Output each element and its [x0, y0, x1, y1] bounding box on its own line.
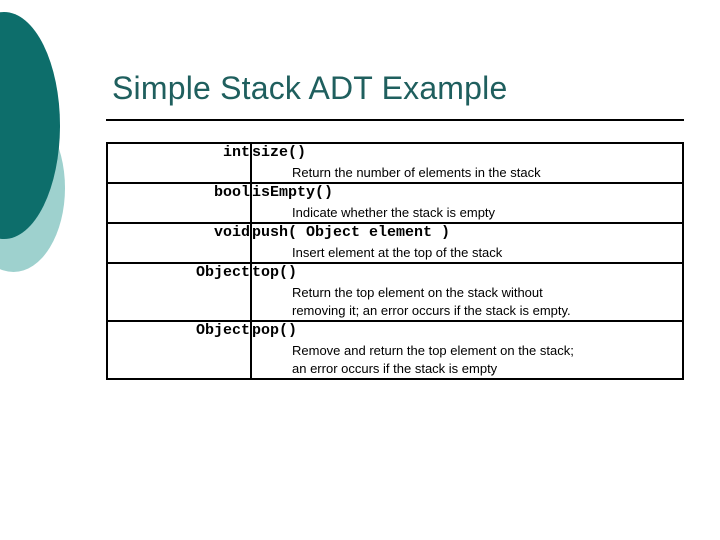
method-description: Insert element at the top of the stack — [252, 241, 682, 262]
method-description: Return the number of elements in the sta… — [252, 161, 682, 182]
description-line: removing it; an error occurs if the stac… — [292, 303, 571, 318]
method-signature: isEmpty() — [252, 184, 334, 201]
ornament-light-ellipse — [0, 104, 65, 272]
description-line: an error occurs if the stack is empty — [292, 361, 498, 376]
member-cell: isEmpty() Indicate whether the stack is … — [251, 183, 683, 223]
table-row: bool isEmpty() Indicate whether the stac… — [107, 183, 683, 223]
description-line: Insert element at the top of the stack — [292, 245, 503, 260]
method-description: Remove and return the top element on the… — [252, 339, 682, 378]
table-row: Object top() Return the top element on t… — [107, 263, 683, 321]
member-cell: size() Return the number of elements in … — [251, 143, 683, 183]
return-type-cell: bool — [107, 183, 252, 223]
return-type-cell: void — [107, 223, 252, 263]
method-signature: size() — [252, 144, 307, 161]
method-signature: push( Object element ) — [252, 224, 451, 241]
method-description: Indicate whether the stack is empty — [252, 201, 682, 222]
stack-adt-table-body: int size() Return the number of elements… — [107, 143, 683, 379]
decorative-ornament — [0, 0, 120, 300]
return-type-cell: Object — [107, 321, 252, 379]
table-row: Object pop() Remove and return the top e… — [107, 321, 683, 379]
description-line: Return the top element on the stack with… — [292, 285, 543, 300]
member-cell: top() Return the top element on the stac… — [251, 263, 683, 321]
member-cell: pop() Remove and return the top element … — [251, 321, 683, 379]
ornament-dark-ellipse — [0, 12, 60, 239]
description-line: Indicate whether the stack is empty — [292, 205, 496, 220]
return-type-cell: int — [107, 143, 252, 183]
title-divider-rule — [106, 119, 684, 121]
description-line: Return the number of elements in the sta… — [292, 165, 541, 180]
return-type-cell: Object — [107, 263, 252, 321]
table-row: int size() Return the number of elements… — [107, 143, 683, 183]
method-signature: pop() — [252, 322, 298, 339]
method-signature: top() — [252, 264, 298, 281]
page-title: Simple Stack ADT Example — [112, 70, 508, 106]
stack-adt-table: int size() Return the number of elements… — [106, 142, 684, 380]
method-description: Return the top element on the stack with… — [252, 281, 682, 320]
description-line: Remove and return the top element on the… — [292, 343, 574, 358]
member-cell: push( Object element ) Insert element at… — [251, 223, 683, 263]
table-row: void push( Object element ) Insert eleme… — [107, 223, 683, 263]
